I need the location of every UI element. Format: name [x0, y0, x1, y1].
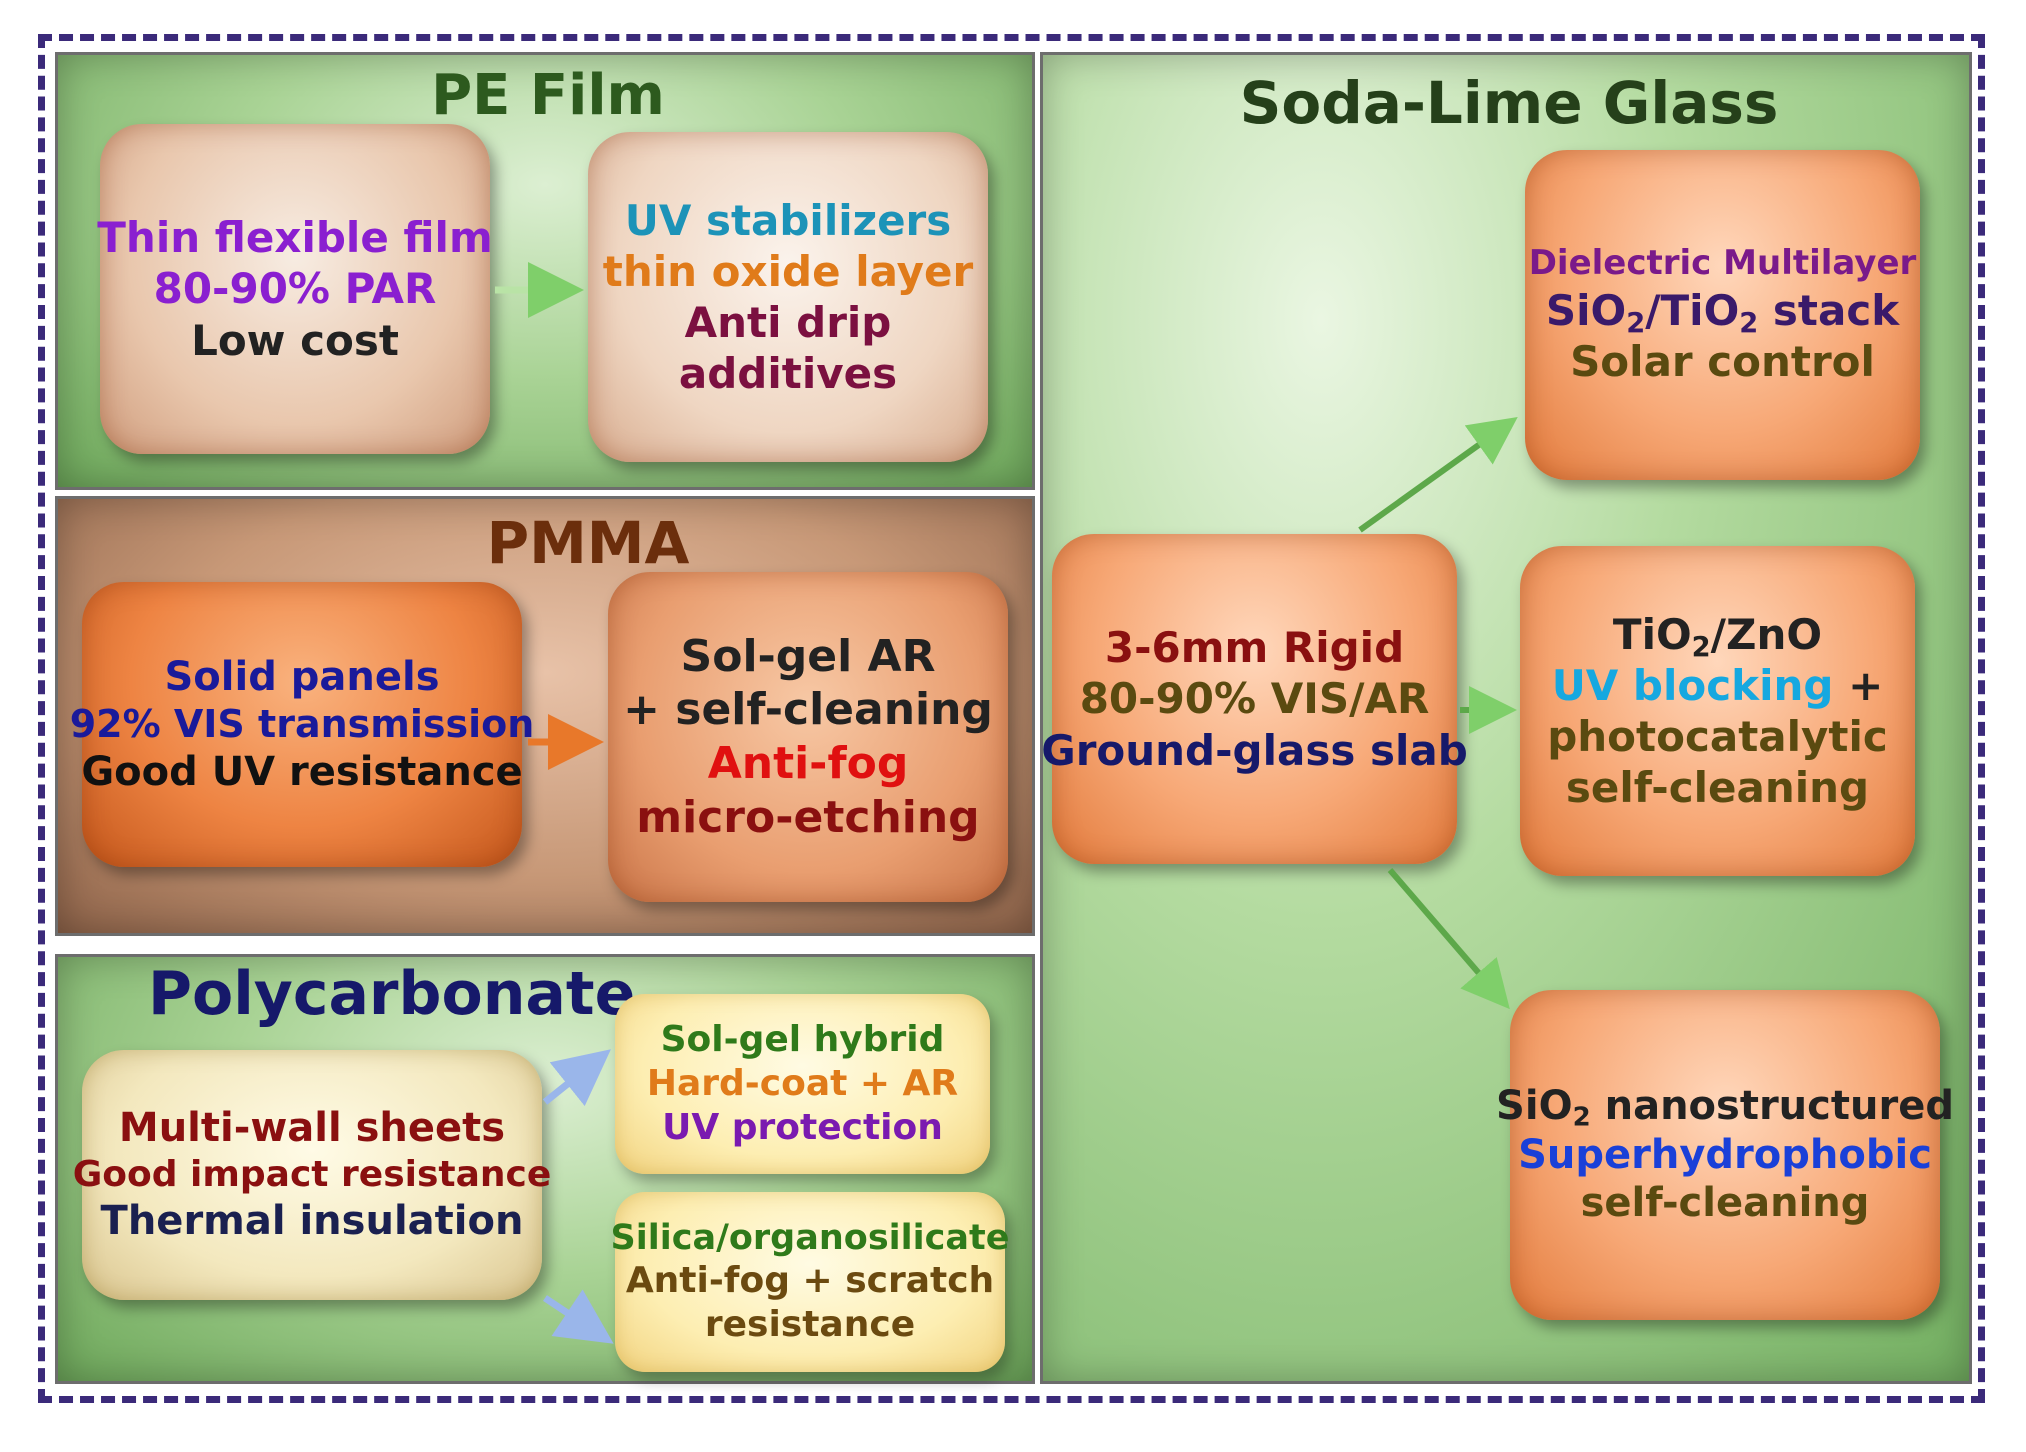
glass-solar-control-box: Dielectric Multilayer SiO2/TiO2 stack So…: [1525, 150, 1920, 480]
pc-properties-box: Multi-wall sheets Good impact resistance…: [73, 1050, 551, 1300]
pc-prop-1: Multi-wall sheets: [118, 1105, 506, 1152]
glass-mid-2: UV blocking +: [1551, 660, 1884, 710]
glass-mid-4: self-cleaning: [1565, 763, 1870, 813]
pmma-title: PMMA: [486, 509, 690, 577]
diagram-frame: [38, 34, 1985, 1403]
pe-coat-2: thin oxide layer: [602, 246, 974, 296]
glass-prop-3: Ground-glass slab: [1041, 725, 1468, 775]
glass-top-2: SiO2/TiO2 stack: [1545, 285, 1900, 339]
pc-arrow-up: [542, 1049, 611, 1107]
pmma-coat-4: micro-etching: [636, 791, 980, 843]
glass-mid-3: photocatalytic: [1547, 712, 1888, 761]
pmma-properties-box: Solid panels 92% VIS transmission Good U…: [70, 582, 534, 867]
glass-arrow-bottom: [1387, 868, 1510, 1010]
glass-prop-1: 3-6mm Rigid: [1104, 623, 1405, 673]
pc-prop-3: Thermal insulation: [100, 1197, 524, 1244]
pc-arrow-down: [543, 1289, 614, 1344]
glass-properties-box: 3-6mm Rigid 80-90% VIS/AR Ground-glass s…: [1041, 534, 1468, 864]
pe-coatings-box: UV stabilizers thin oxide layer Anti dri…: [588, 132, 988, 462]
pe-coat-4: additives: [678, 349, 898, 399]
pc-coating-2-box: Silica/organosilicate Anti-fog + scratch…: [611, 1192, 1009, 1372]
pe-film-title: PE Film: [431, 63, 665, 128]
glass-top-3: Solar control: [1570, 336, 1875, 386]
pc-coat1-3: UV protection: [662, 1106, 943, 1148]
pe-coat-1: UV stabilizers: [624, 195, 952, 245]
pe-properties-box: Thin flexible film 80-90% PAR Low cost: [97, 124, 493, 454]
glass-bottom-3: self-cleaning: [1580, 1180, 1870, 1227]
pmma-prop-1: Solid panels: [164, 653, 440, 700]
polycarbonate-title: Polycarbonate: [148, 959, 636, 1029]
glass-mid-1: TiO2/ZnO: [1612, 609, 1823, 663]
glass-top-1: Dielectric Multilayer: [1528, 243, 1917, 284]
pc-coat2-2: Anti-fog + scratch: [625, 1260, 995, 1302]
glass-bottom-2: Superhydrophobic: [1518, 1131, 1932, 1178]
pe-prop-1: Thin flexible film: [97, 213, 493, 263]
glass-uv-blocking-box: TiO2/ZnO UV blocking + photocatalytic se…: [1520, 546, 1915, 876]
pmma-coat-3: Anti-fog: [707, 738, 909, 789]
pmma-prop-2: 92% VIS transmission: [69, 702, 535, 747]
glass-superhydrophobic-box: SiO2 nanostructured Superhydrophobic sel…: [1496, 990, 1954, 1320]
pe-coat-3: Anti drip: [684, 298, 892, 347]
pc-coating-1-box: Sol-gel hybrid Hard-coat + AR UV protect…: [615, 994, 990, 1174]
glass-bottom-1: SiO2 nanostructured: [1496, 1082, 1954, 1133]
pc-prop-2: Good impact resistance: [72, 1154, 552, 1196]
pmma-coat-1: Sol-gel AR: [680, 630, 936, 682]
pmma-prop-3: Good UV resistance: [81, 748, 523, 795]
pc-coat2-3: resistance: [704, 1304, 916, 1346]
pc-coat1-1: Sol-gel hybrid: [660, 1019, 945, 1061]
pc-coat2-1: Silica/organosilicate: [610, 1217, 1010, 1258]
pc-coat1-2: Hard-coat + AR: [646, 1063, 959, 1105]
pe-prop-2: 80-90% PAR: [153, 264, 437, 314]
pmma-coat-2: + self-cleaning: [623, 684, 993, 736]
soda-lime-glass-title: Soda-Lime Glass: [1239, 69, 1779, 137]
pe-prop-3: Low cost: [191, 315, 399, 365]
pmma-coatings-box: Sol-gel AR + self-cleaning Anti-fog micr…: [608, 572, 1008, 902]
glass-prop-2: 80-90% VIS/AR: [1079, 674, 1430, 724]
glass-arrow-top: [1358, 417, 1518, 533]
